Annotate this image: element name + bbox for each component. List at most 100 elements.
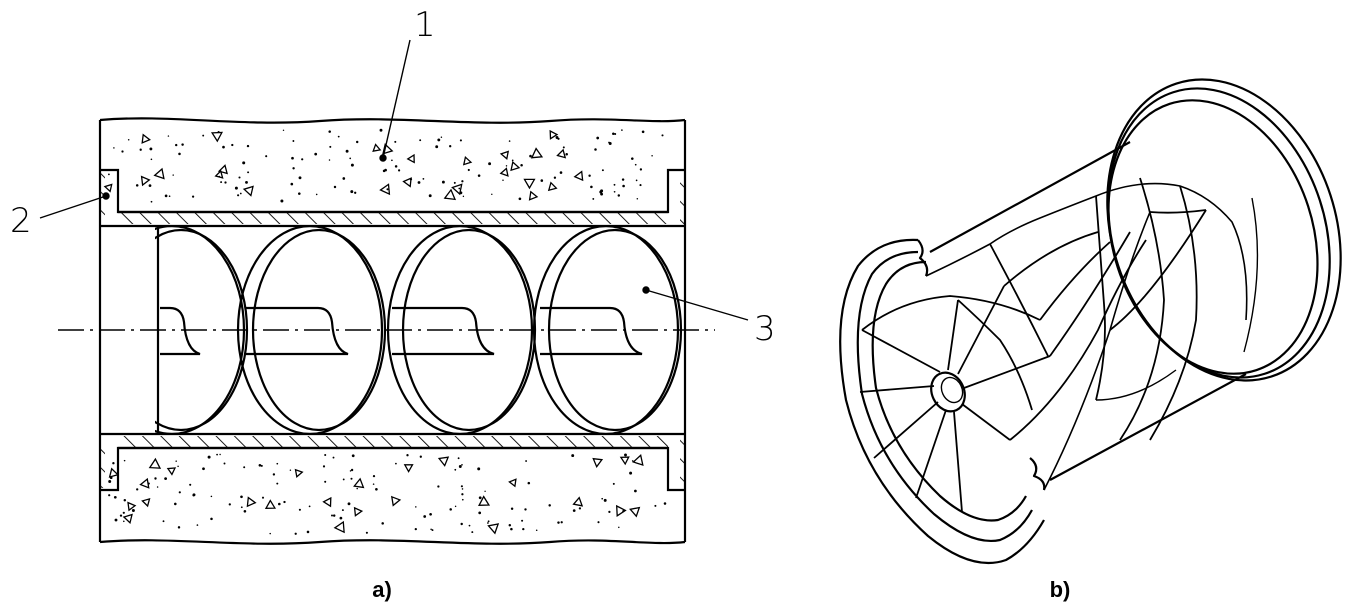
aggregate-dot: [612, 482, 615, 485]
aggregate-stone: [406, 153, 415, 164]
aggregate-dot: [350, 163, 354, 167]
aggregate-stone: [530, 147, 544, 159]
aggregate-dot: [350, 468, 354, 472]
aggregate-dot: [332, 514, 336, 517]
aggregate-dot: [430, 528, 432, 530]
front-flange: [839, 238, 1045, 564]
aggregate-dot: [333, 185, 337, 189]
aggregate-dot: [453, 181, 456, 184]
aggregate-stone: [122, 513, 133, 525]
aggregate-stone: [508, 478, 517, 488]
aggregate-dot: [298, 176, 302, 180]
aggregate-dot: [518, 197, 522, 201]
aggregate-stone: [141, 133, 151, 144]
aggregate-dot: [521, 519, 524, 522]
aggregate-dot: [635, 179, 638, 182]
aggregate-dot: [191, 195, 195, 198]
aggregate-stone: [264, 499, 277, 509]
aggregate-dot: [308, 505, 311, 508]
aggregate-dot: [278, 502, 281, 506]
aggregate-dot: [292, 167, 295, 170]
concrete-aggregate-triangles: [103, 129, 644, 535]
aggregate-dot: [112, 462, 115, 465]
aggregate-stone: [141, 497, 151, 508]
aggregate-dot: [280, 199, 284, 203]
aggregate-stone: [629, 506, 641, 518]
aggregate-dot: [548, 504, 551, 507]
lower-casing: [100, 432, 685, 492]
aggregate-dot: [488, 162, 492, 166]
aggregate-dot: [477, 174, 481, 177]
aggregate-dot: [601, 497, 604, 500]
aggregate-dot: [524, 508, 527, 511]
aggregate-stone: [510, 160, 521, 172]
aggregate-dot: [324, 480, 327, 483]
callout-2: 2: [10, 201, 32, 241]
callout-leaders: [39, 39, 749, 321]
aggregate-dot: [594, 148, 597, 151]
callout-1: 1: [414, 5, 436, 45]
aggregate-dot: [386, 188, 389, 191]
leader-1: [382, 39, 411, 159]
aggregate-dot: [108, 173, 110, 176]
aggregate-dot: [150, 158, 153, 161]
aggregate-dot: [618, 526, 620, 529]
aggregate-dot: [258, 463, 262, 467]
aggregate-dot: [177, 465, 179, 468]
aggregate-dot: [365, 531, 368, 534]
aggregate-dot: [540, 179, 544, 182]
aggregate-dot: [634, 489, 637, 493]
aggregate-stone: [573, 170, 584, 182]
aggregate-dot: [174, 502, 177, 506]
aggregate-dot: [423, 515, 427, 518]
aggregate-dot: [565, 153, 568, 156]
aggregate-dot: [395, 462, 397, 465]
aggregate-stone: [451, 183, 463, 196]
aggregate-stone: [166, 467, 177, 476]
aggregate-dot: [234, 186, 238, 190]
aggregate-dot: [119, 514, 123, 517]
aggregate-dot: [276, 482, 279, 485]
aggregate-dot: [639, 184, 642, 187]
aggregate-dot: [342, 177, 346, 180]
aggregate-dot: [437, 138, 441, 142]
aggregate-dot: [239, 192, 242, 195]
aggregate-dot: [468, 524, 471, 527]
aggregate-stone: [333, 520, 345, 534]
aggregate-dot: [243, 510, 247, 513]
aggregate-dot: [617, 194, 621, 197]
aggregate-stone: [592, 457, 604, 468]
aggregate-dot: [210, 495, 213, 498]
aggregate-dot: [121, 150, 124, 153]
aggregate-stone: [246, 496, 257, 508]
aggregate-stone: [403, 464, 414, 473]
aggregate-dot: [478, 496, 482, 500]
aggregate-dot: [216, 453, 218, 456]
aggregate-dot: [429, 512, 432, 516]
aggregate-dot: [237, 194, 240, 197]
aggregate-dot: [167, 135, 170, 137]
aggregate-dot: [162, 520, 165, 523]
aggregate-dot: [461, 488, 464, 490]
aggregate-dot: [181, 143, 184, 146]
aggregate-stone: [547, 181, 558, 192]
aggregate-dot: [440, 136, 443, 138]
aggregate-dot: [123, 498, 127, 502]
aggregate-dot: [375, 487, 378, 491]
aggregate-dot: [269, 532, 271, 535]
aggregate-dot: [315, 193, 318, 196]
aggregate-stone: [478, 495, 491, 506]
aggregate-dot: [601, 169, 604, 172]
aggregate-stone: [294, 468, 304, 479]
aggregate-dot: [123, 520, 125, 523]
aggregate-dot: [314, 152, 318, 156]
panel-b-isometric-view: [839, 78, 1342, 564]
aggregate-dot: [461, 493, 464, 496]
aggregate-dot: [441, 180, 445, 184]
helix-blades: [859, 177, 1207, 513]
aggregate-dot: [560, 521, 563, 524]
aggregate-stone: [499, 167, 509, 177]
aggregate-dot: [415, 506, 417, 508]
aggregate-dot: [291, 156, 294, 160]
aggregate-dot: [527, 481, 531, 485]
